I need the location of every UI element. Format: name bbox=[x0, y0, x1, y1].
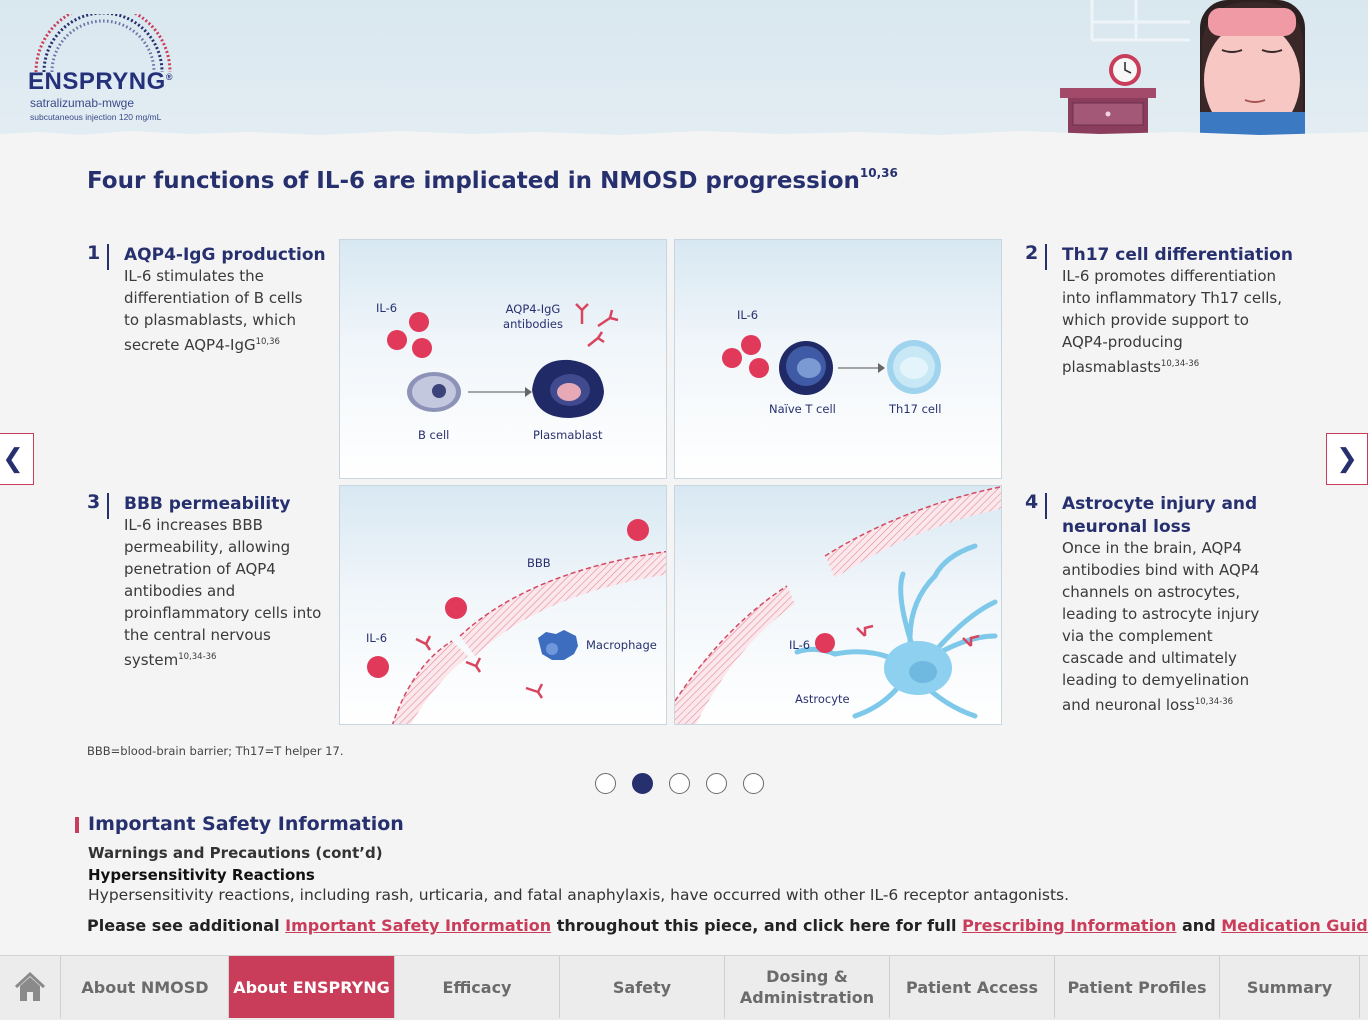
label-il6: IL-6 bbox=[789, 638, 811, 652]
panel-astrocyte-injury: IL-6 Astrocyte bbox=[674, 485, 1002, 725]
carousel-dot-5[interactable] bbox=[743, 773, 764, 794]
step-2: 2 Th17 cell differentiation IL-6 promote… bbox=[1025, 242, 1295, 382]
next-slide-button[interactable]: ❯ bbox=[1326, 433, 1368, 485]
page-title: Four functions of IL-6 are implicated in… bbox=[87, 166, 898, 194]
isi-links-prefix: Please see additional bbox=[87, 916, 286, 935]
label-naive-t-cell: Naïve T cell bbox=[769, 402, 836, 416]
nav-about-enspryng[interactable]: About ENSPRYNG bbox=[229, 956, 395, 1018]
step-4: 4 Astrocyte injury and neuronal loss Onc… bbox=[1025, 491, 1295, 721]
panel-th17-differentiation: IL-6 Naïve T cell Th17 cell bbox=[674, 239, 1002, 479]
step-title: Th17 cell differentiation bbox=[1062, 245, 1293, 265]
torn-paper-edge bbox=[0, 131, 1368, 140]
step-divider bbox=[107, 493, 109, 519]
isi-links-and: and bbox=[1176, 916, 1222, 935]
label-aqp4-antibodies: AQP4-IgG antibodies bbox=[503, 302, 563, 331]
prescribing-info-link[interactable]: Prescribing Information bbox=[962, 916, 1177, 935]
step-divider bbox=[107, 244, 109, 270]
isi-text: Hypersensitivity reactions, including ra… bbox=[88, 886, 1070, 904]
step-body: IL-6 increases BBB permeability, allowin… bbox=[124, 516, 322, 669]
brand-logo[interactable]: ENSPRYNG® satralizumab-mwge subcutaneous… bbox=[28, 3, 188, 129]
brand-generic: satralizumab-mwge bbox=[30, 96, 135, 110]
label-bbb: BBB bbox=[527, 556, 551, 570]
nav-patient-access[interactable]: Patient Access bbox=[890, 956, 1055, 1018]
isi-subtitle: Warnings and Precautions (cont’d) bbox=[88, 844, 383, 862]
il6-molecule-icon bbox=[722, 335, 769, 378]
isi-link[interactable]: Important Safety Information bbox=[285, 916, 552, 935]
il6-molecule-icon bbox=[387, 312, 432, 358]
il6-molecule-icon bbox=[815, 633, 835, 653]
nav-efficacy[interactable]: Efficacy bbox=[395, 956, 560, 1018]
header-illustration bbox=[1060, 0, 1305, 140]
carousel-dot-2[interactable] bbox=[632, 773, 653, 794]
header-banner: ENSPRYNG® satralizumab-mwge subcutaneous… bbox=[0, 0, 1368, 140]
isi-accent-bar bbox=[75, 817, 79, 833]
nav-safety[interactable]: Safety bbox=[560, 956, 725, 1018]
nav-summary[interactable]: Summary bbox=[1220, 956, 1360, 1018]
prev-slide-button[interactable]: ❮ bbox=[0, 433, 34, 485]
medication-guide-link[interactable]: Medication Guide bbox=[1221, 916, 1368, 935]
page-title-text: Four functions of IL-6 are implicated in… bbox=[87, 168, 860, 194]
logo-arc-icon bbox=[34, 3, 172, 73]
footnote: BBB=blood-brain barrier; Th17=T helper 1… bbox=[87, 744, 344, 758]
label-il6: IL-6 bbox=[366, 631, 388, 645]
carousel-dot-1[interactable] bbox=[595, 773, 616, 794]
label-il6: IL-6 bbox=[376, 301, 398, 315]
step-title: Astrocyte injury and neuronal loss bbox=[1062, 494, 1258, 537]
panel-bbb-permeability: BBB IL-6 Macrophage bbox=[339, 485, 667, 725]
step-1: 1 AQP4-IgG production IL-6 stimulates th… bbox=[87, 242, 327, 362]
step-body: IL-6 promotes differentiation into infla… bbox=[1062, 267, 1283, 376]
home-icon bbox=[14, 971, 46, 1001]
label-b-cell: B cell bbox=[418, 428, 450, 442]
bottom-nav: About NMOSD About ENSPRYNG Efficacy Safe… bbox=[0, 955, 1368, 1020]
isi-subsection: Hypersensitivity Reactions bbox=[88, 866, 315, 884]
th17-diagram bbox=[722, 335, 941, 395]
step-number: 3 bbox=[87, 491, 101, 513]
step-number: 1 bbox=[87, 242, 101, 264]
step-divider bbox=[1045, 493, 1047, 519]
nav-dosing-administration[interactable]: Dosing & Administration bbox=[725, 956, 890, 1018]
carousel-dot-3[interactable] bbox=[669, 773, 690, 794]
label-plasmablast: Plasmablast bbox=[533, 428, 603, 442]
step-title: AQP4-IgG production bbox=[124, 245, 326, 265]
isi-links-line: Please see additional Important Safety I… bbox=[87, 916, 1368, 935]
brand-name: ENSPRYNG bbox=[28, 68, 166, 95]
isi-title: Important Safety Information bbox=[88, 813, 404, 835]
home-button[interactable] bbox=[0, 956, 61, 1018]
panel-aqp4-igg-production: IL-6 AQP4-IgG antibodies B cell Plasmabl… bbox=[339, 239, 667, 479]
step-body: IL-6 stimulates the differentiation of B… bbox=[124, 267, 303, 354]
label-th17-cell: Th17 cell bbox=[889, 402, 942, 416]
step-title: BBB permeability bbox=[124, 494, 291, 514]
carousel-dot-4[interactable] bbox=[706, 773, 727, 794]
carousel-pagination bbox=[595, 773, 775, 795]
bcell-diagram bbox=[387, 303, 619, 418]
nav-patient-profiles[interactable]: Patient Profiles bbox=[1055, 956, 1220, 1018]
step-3: 3 BBB permeability IL-6 increases BBB pe… bbox=[87, 491, 327, 681]
step-number: 2 bbox=[1025, 242, 1039, 264]
step-divider bbox=[1045, 244, 1047, 270]
astrocyte-diagram bbox=[675, 486, 1001, 724]
antibody-icon bbox=[575, 303, 619, 347]
label-astrocyte: Astrocyte bbox=[795, 692, 850, 706]
label-macrophage: Macrophage bbox=[586, 638, 657, 652]
label-il6: IL-6 bbox=[737, 308, 759, 322]
isi-links-mid: throughout this piece, and click here fo… bbox=[551, 916, 963, 935]
brand-registered-mark: ® bbox=[165, 72, 173, 82]
step-body: Once in the brain, AQP4 antibodies bind … bbox=[1062, 539, 1260, 714]
bbb-diagram bbox=[367, 519, 666, 724]
antibody-icon bbox=[415, 635, 544, 699]
antibody-icon bbox=[856, 624, 980, 647]
brand-formulation: subcutaneous injection 120 mg/mL bbox=[30, 112, 162, 122]
il6-molecule-icon bbox=[367, 519, 649, 678]
title-reference: 10,36 bbox=[859, 166, 898, 180]
nav-about-nmosd[interactable]: About NMOSD bbox=[62, 956, 229, 1018]
step-number: 4 bbox=[1025, 491, 1039, 513]
